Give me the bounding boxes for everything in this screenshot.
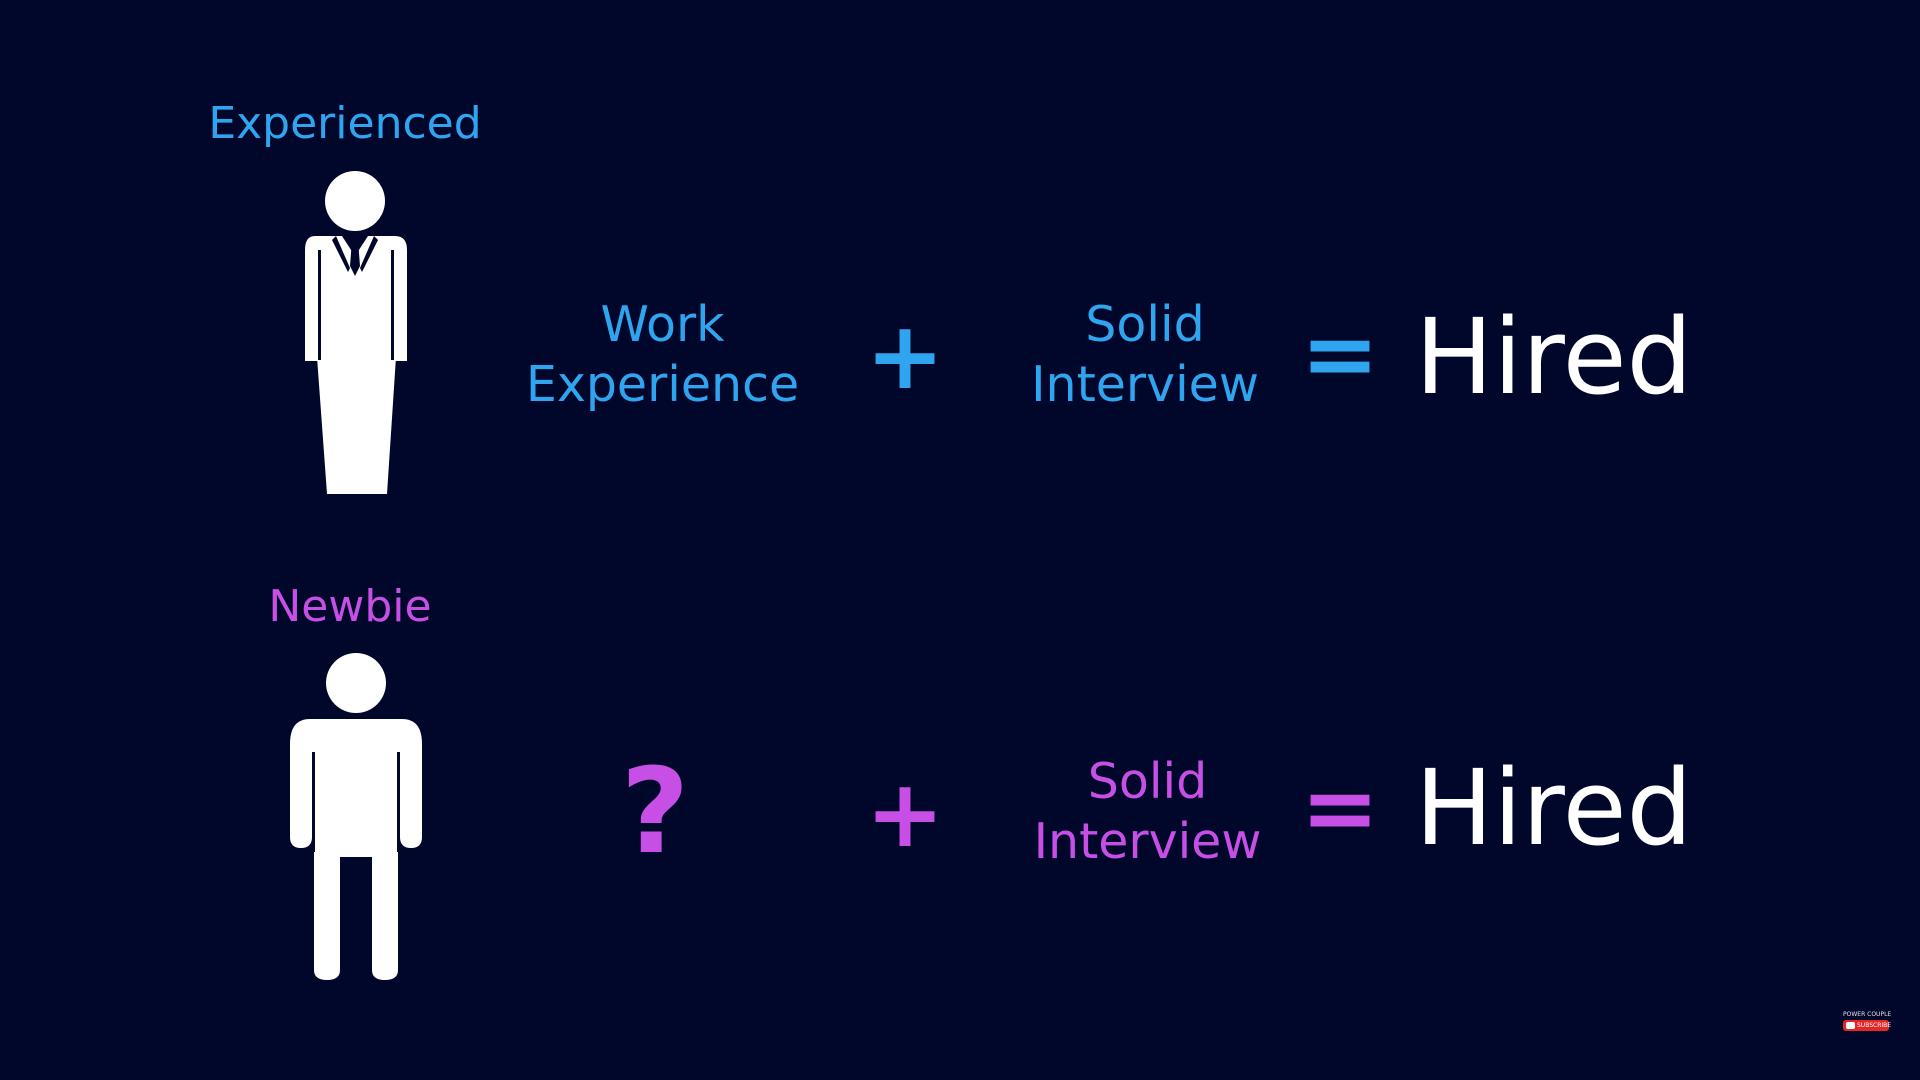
subscribe-button[interactable]: SUBSCRIBE: [1843, 1020, 1892, 1031]
channel-name: POWER COUPLE: [1843, 1011, 1892, 1018]
hired-result-newbie: Hired: [1415, 747, 1693, 869]
solid-interview-line2-newbie: Interview: [1033, 813, 1262, 870]
solid-interview-text-newbie: Solid Interview: [1010, 752, 1285, 872]
solid-interview-line1: Solid: [1085, 296, 1205, 353]
solid-interview-line2: Interview: [1031, 356, 1259, 413]
newbie-label: Newbie: [268, 581, 432, 632]
subscribe-label: SUBSCRIBE: [1857, 1022, 1892, 1029]
equals-sign-experienced: =: [1300, 300, 1380, 409]
play-icon: [1846, 1022, 1855, 1029]
solid-interview-line1-newbie: Solid: [1087, 753, 1208, 810]
work-experience-line2: Experience: [525, 356, 800, 413]
person-icon: [290, 653, 422, 980]
equals-sign-newbie: =: [1300, 754, 1380, 863]
solid-interview-text-experienced: Solid Interview: [1010, 295, 1280, 415]
work-experience-line1: Work: [600, 296, 725, 353]
hired-result-experienced: Hired: [1415, 296, 1693, 418]
work-experience-text: Work Experience: [505, 295, 820, 415]
channel-subscribe-badge[interactable]: POWER COUPLE SUBSCRIBE: [1843, 1011, 1892, 1037]
plus-sign-experienced: +: [865, 302, 945, 411]
question-mark: ?: [620, 742, 690, 880]
businessman-icon: [305, 171, 407, 494]
experienced-label: Experienced: [208, 98, 482, 149]
plus-sign-newbie: +: [865, 760, 945, 869]
